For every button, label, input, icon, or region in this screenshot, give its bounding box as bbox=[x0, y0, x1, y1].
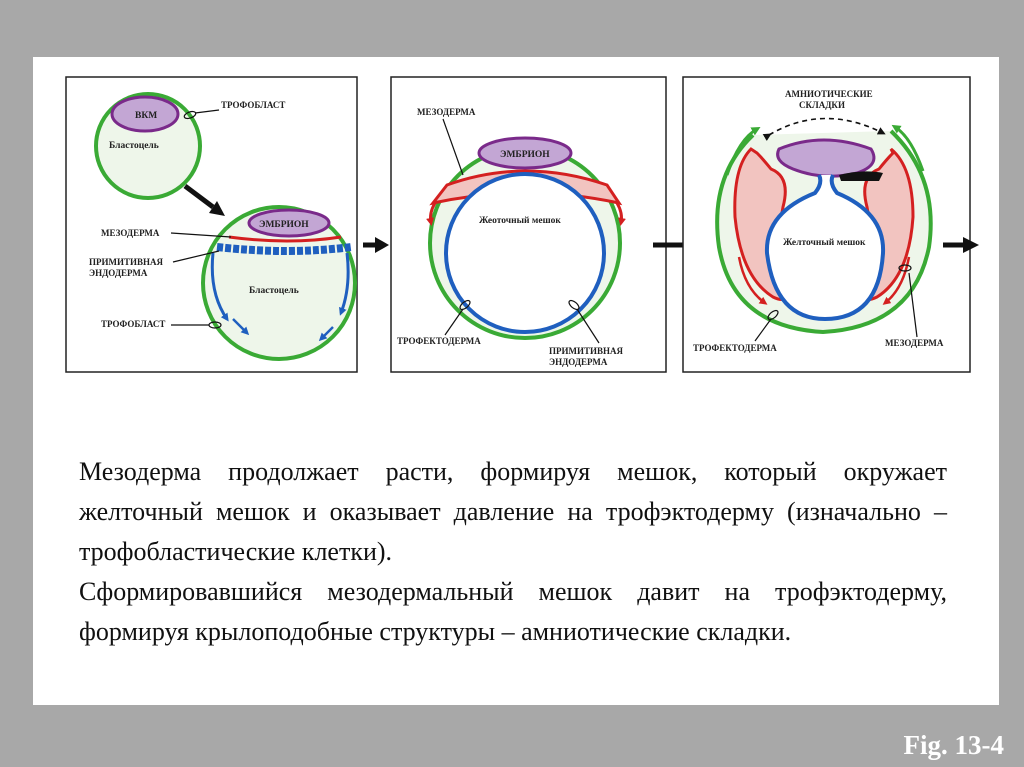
mesoderm-p3-label: МЕЗОДЕРМА bbox=[885, 338, 944, 348]
mesoderm-arrow-left-p2 bbox=[426, 202, 437, 226]
trophectoderm-p3-marker bbox=[767, 309, 779, 321]
blastocoel-bottom-label: Бластоцель bbox=[249, 286, 299, 296]
mesoderm-p2-label: МЕЗОДЕРМА bbox=[417, 107, 476, 117]
fold-arrow-right bbox=[882, 256, 911, 305]
yolk-sac-p2 bbox=[444, 172, 606, 334]
large-blastocyst bbox=[201, 205, 357, 361]
trophectoderm-p3-label: ТРОФЕКТОДЕРМА bbox=[693, 343, 777, 353]
mesoderm-p2-pointer bbox=[442, 118, 464, 176]
icm-label: ВКМ bbox=[135, 111, 157, 121]
endoderm-left-arc bbox=[210, 252, 229, 322]
transition-arrow bbox=[183, 184, 215, 209]
icm-mass bbox=[110, 95, 180, 133]
primitive-endoderm-p2-label-1: ПРИМИТИВНАЯ bbox=[549, 346, 624, 356]
caption-text: Мезодерма продолжает расти, формируя меш… bbox=[79, 452, 947, 652]
embryo-development-figure: ВКМ Бластоцель ТРОФОБЛАСТ ЭМБРИОН Бласто… bbox=[65, 76, 979, 373]
primitive-endoderm-p2-pointer bbox=[576, 308, 600, 344]
embryo-p2-label: ЭМБРИОН bbox=[500, 150, 550, 160]
trophoblast-top-pointer bbox=[194, 109, 220, 114]
endoderm-right-arc bbox=[339, 252, 350, 316]
primitive-endoderm-p1-pointer bbox=[172, 250, 220, 263]
black-fold-p3 bbox=[839, 171, 883, 181]
blastocoel-top-label: Бластоцель bbox=[109, 141, 159, 151]
endoderm-lower-left bbox=[232, 318, 250, 336]
yolk-sac-p3 bbox=[764, 174, 886, 322]
primitive-endoderm-p1-label-2: ЭНДОДЕРМА bbox=[89, 268, 148, 278]
embryo-p1-label: ЭМБРИОН bbox=[259, 220, 309, 230]
yolk-sac-p3-label: Желточный мешок bbox=[783, 237, 866, 248]
mesoderm-p1-pointer bbox=[170, 232, 232, 238]
trophectoderm-p2-marker bbox=[459, 299, 471, 311]
endoderm-band-p1 bbox=[216, 243, 352, 255]
primitive-endoderm-p2-label-2: ЭНДОДЕРМА bbox=[549, 357, 608, 367]
mesoderm-p1-label: МЕЗОДЕРМА bbox=[101, 228, 160, 238]
amniotic-folds-label-2: СКЛАДКИ bbox=[799, 100, 845, 110]
trophectoderm-p2-pointer bbox=[444, 308, 464, 336]
mesoderm-p3-marker bbox=[898, 264, 912, 272]
trophectoderm-p3-pointer bbox=[754, 318, 772, 342]
figure-number-label: Fig. 13-4 bbox=[903, 730, 1005, 760]
mesoderm-p1-line bbox=[228, 235, 342, 243]
yolk-sac-p2-label: Жеоточный мешок bbox=[479, 215, 561, 226]
primitive-endoderm-p2-marker bbox=[568, 299, 580, 311]
trophoblast-top-label: ТРОФОБЛАСТ bbox=[221, 100, 285, 110]
embryo-p1 bbox=[247, 208, 331, 238]
slide: ВКМ Бластоцель ТРОФОБЛАСТ ЭМБРИОН Бласто… bbox=[33, 57, 999, 705]
trophoblast-bottom-label: ТРОФОБЛАСТ bbox=[101, 319, 165, 329]
green-arrow-right-p3 bbox=[891, 124, 925, 172]
caption-paragraph-2: Сформировавшийся мезодермальный мешок да… bbox=[79, 577, 947, 646]
amniotic-folds-label-1: АМНИОТИЧЕСКИЕ bbox=[785, 89, 873, 99]
transition-arrow-head bbox=[209, 201, 225, 216]
trophoblast-bottom-marker bbox=[208, 321, 222, 329]
endoderm-lower-right bbox=[318, 326, 334, 342]
embryo-p2 bbox=[477, 136, 573, 170]
arrow-to-panel-2-head bbox=[375, 237, 389, 253]
caption-paragraph-1: Мезодерма продолжает расти, формируя меш… bbox=[79, 457, 947, 566]
primitive-endoderm-p1-label-1: ПРИМИТИВНАЯ bbox=[89, 257, 164, 267]
amniotic-dashed-arrow bbox=[762, 117, 886, 141]
green-arrow-left-p3 bbox=[725, 127, 761, 176]
trophectoderm-p2-label: ТРОФЕКТОДЕРМА bbox=[397, 336, 481, 346]
mesoderm-p3-pointer bbox=[908, 272, 918, 338]
outgoing-arrow-head bbox=[963, 237, 979, 253]
fold-arrow-left bbox=[737, 256, 768, 305]
mesoderm-arrow-right-p2 bbox=[615, 202, 626, 226]
